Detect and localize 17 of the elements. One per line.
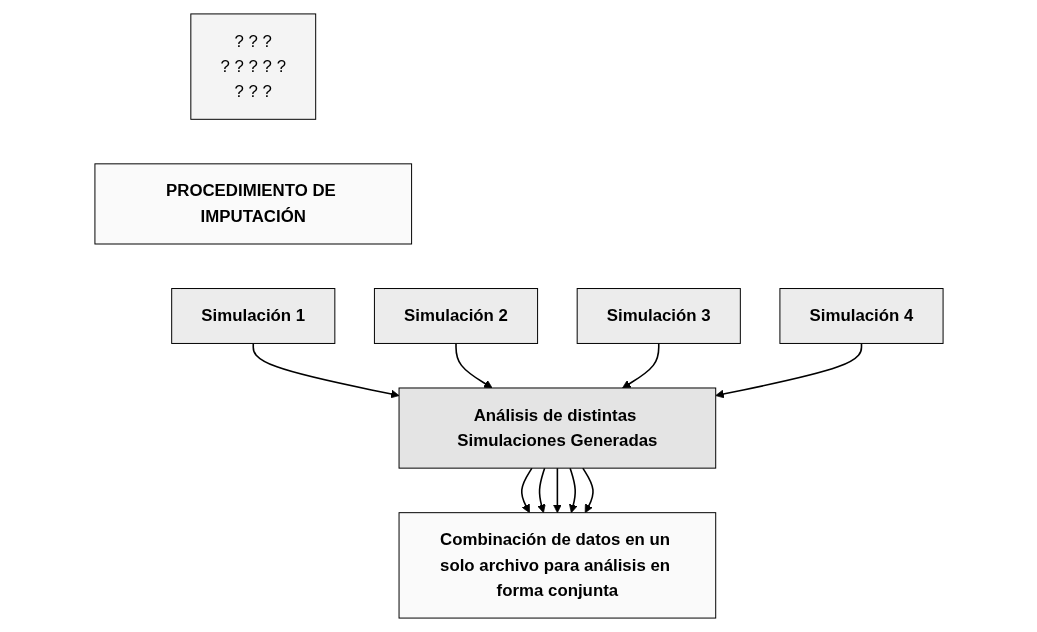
arrow <box>454 342 493 389</box>
arrow <box>568 467 578 514</box>
node-box: Análisis de distintas Simulaciones Generadas <box>398 387 716 469</box>
arrow <box>621 342 660 389</box>
arrow <box>581 467 594 514</box>
node-box: Simulación 3 <box>576 288 741 344</box>
arrow <box>552 467 562 514</box>
node-box: ? ? ? ? ? ? ? ? ? ? ? <box>189 13 316 120</box>
arrow <box>251 342 399 399</box>
arrow <box>536 467 546 514</box>
node-box: Simulación 4 <box>778 288 944 344</box>
node-box: Combinación de datos en un solo archivo para análisis en forma conjunta <box>398 512 716 619</box>
node-box: PROCEDIMIENTO DE IMPUTACIÓN <box>93 163 412 245</box>
node-box: Simulación 1 <box>170 288 335 344</box>
arrow <box>714 342 862 399</box>
arrow <box>520 467 533 514</box>
node-box: Simulación 2 <box>373 288 538 344</box>
